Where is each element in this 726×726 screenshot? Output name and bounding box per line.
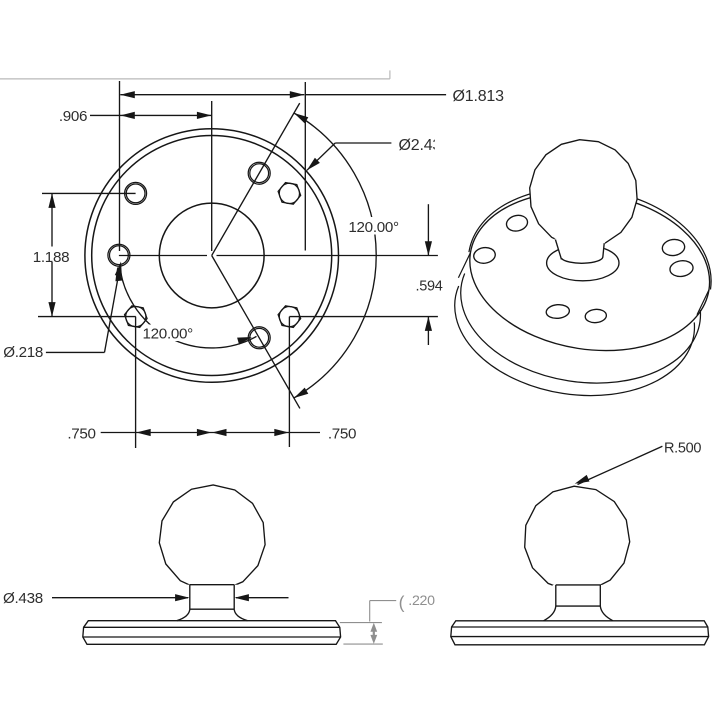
svg-text:.594: .594 <box>416 279 443 295</box>
svg-text:120.00°: 120.00° <box>348 219 399 236</box>
svg-text:Ø2.43: Ø2.43 <box>399 137 442 154</box>
svg-text:Ø1.813: Ø1.813 <box>453 88 505 105</box>
svg-text:Ø.438: Ø.438 <box>3 590 43 607</box>
svg-text:R.500: R.500 <box>664 440 701 456</box>
svg-text:(: ( <box>399 592 405 612</box>
svg-text:.750: .750 <box>328 426 356 443</box>
svg-text:.906: .906 <box>59 108 87 125</box>
svg-text:120.00°: 120.00° <box>143 326 194 343</box>
svg-text:Ø.218: Ø.218 <box>3 344 43 361</box>
svg-text:1.188: 1.188 <box>33 249 70 266</box>
svg-text:.750: .750 <box>67 426 95 443</box>
svg-text:.220: .220 <box>408 593 435 609</box>
